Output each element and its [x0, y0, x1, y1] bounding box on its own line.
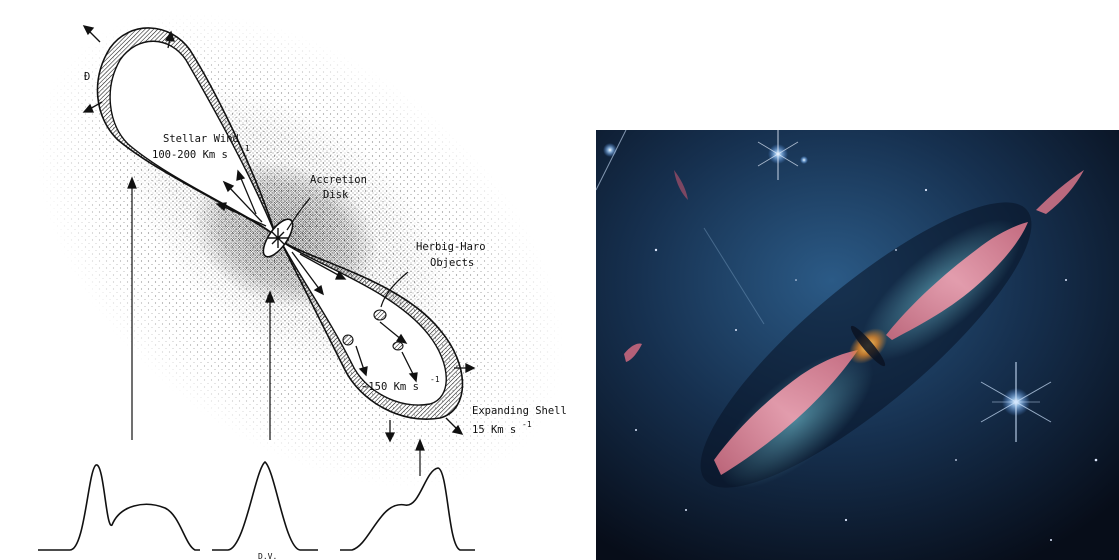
diffraction-streak: [703, 227, 765, 325]
label-stellar-wind-speed: 100-200 Km s: [152, 149, 228, 161]
label-stellar-wind-exp: -1: [240, 144, 250, 153]
profile-center: [212, 460, 318, 551]
upper-lobe: [96, 27, 278, 239]
label-herbig-haro: Herbig-Haro: [416, 241, 486, 253]
star-left-edge: [596, 130, 627, 191]
jet-wisp-topleft: [674, 170, 688, 200]
jet-upper-tip: [1036, 170, 1084, 214]
profile-right: [340, 467, 475, 551]
label-inner-speed: ~150 Km s: [362, 381, 419, 393]
label-disk: Disk: [323, 189, 349, 201]
label-axis-dv: D.V.: [258, 552, 277, 560]
jet-wisp-left: [624, 343, 642, 362]
herbig-haro-knots: [342, 309, 404, 351]
label-shell-speed: 15 Km s: [472, 424, 516, 436]
star-top-small: [800, 156, 808, 164]
line-profiles: [38, 460, 475, 551]
profile-left: [38, 464, 200, 551]
core-dust-band: [850, 325, 886, 367]
jet-upper: [886, 222, 1028, 340]
accretion-disk: [262, 218, 294, 258]
label-stellar-wind: Stellar Wind: [163, 133, 239, 145]
label-expanding-shell: Expanding Shell: [472, 405, 567, 417]
star-top: [757, 130, 799, 180]
shell-expansion-arrows: [82, 25, 476, 443]
label-objects: Objects: [430, 257, 474, 269]
herbig-pointer-arrow: [380, 271, 409, 308]
bipolar-outflow-diagram: Ð Stellar Wind 100-200 Km s -1 Accretion…: [0, 0, 580, 560]
sightline-arrows: [127, 176, 425, 476]
accretion-pointer-arrow: [286, 197, 311, 231]
label-shell-speed-exp: -1: [522, 420, 532, 429]
wind-arrows-upper: [215, 169, 267, 227]
label-inner-speed-exp: -1: [430, 375, 440, 384]
background-stars: [635, 188, 1098, 541]
label-accretion: Accretion: [310, 174, 367, 186]
shell-mark: Ð: [84, 71, 90, 83]
diagram-labels: Stellar Wind 100-200 Km s -1 Accretion D…: [152, 133, 567, 560]
halo-lower: [718, 351, 874, 489]
star-large-right: [980, 362, 1052, 442]
molecular-cloud-stipple: [0, 0, 580, 560]
protostellar-jet-image: [596, 130, 1119, 560]
wind-arrows-lower: [291, 251, 418, 383]
jet-lower: [714, 350, 858, 475]
